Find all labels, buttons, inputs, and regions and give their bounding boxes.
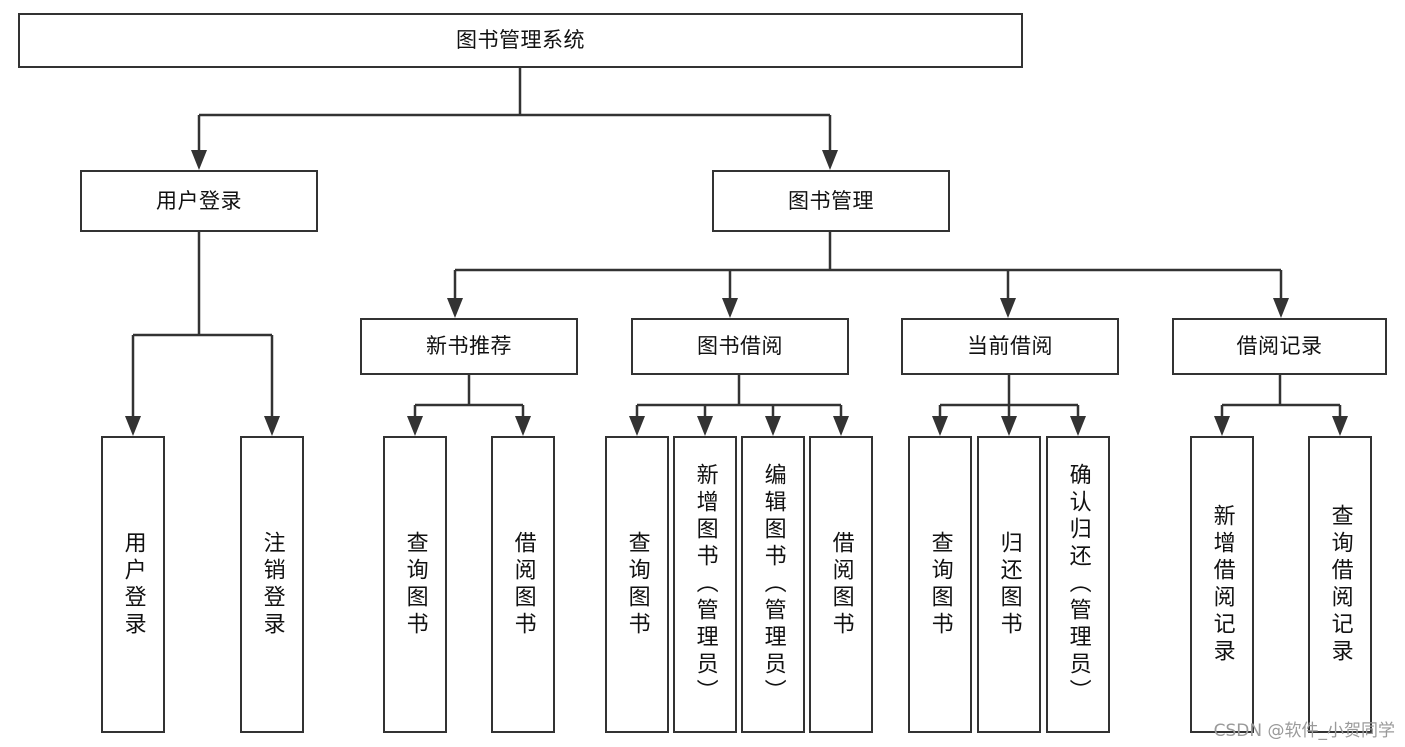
- arrowhead-borrowbook: [722, 298, 738, 318]
- leaf-new-book-borrow-label: 借阅图书: [510, 530, 536, 639]
- leaf-current-confirm-return[interactable]: 确认归还（管理员）: [1046, 436, 1110, 733]
- node-borrow-record-label: 借阅记录: [1236, 334, 1323, 359]
- node-current-borrow-label: 当前借阅: [967, 334, 1053, 359]
- leaf-user-login-signin[interactable]: 用户登录: [101, 436, 165, 733]
- arrowhead-borrowbook-c3: [765, 416, 781, 436]
- arrowhead-currentborrow: [1000, 298, 1016, 318]
- arrowhead-borrowbook-c1: [629, 416, 645, 436]
- arrowhead-borrowrecord-c1: [1214, 416, 1230, 436]
- leaf-new-book-borrow[interactable]: 借阅图书: [491, 436, 555, 733]
- arrowhead-bookmgmt: [822, 150, 838, 170]
- node-user-login-label: 用户登录: [156, 188, 242, 213]
- arrowhead-userlogin: [191, 150, 207, 170]
- leaf-borrow-query-book[interactable]: 查询图书: [605, 436, 669, 733]
- node-book-management-label: 图书管理: [788, 188, 874, 213]
- leaf-current-return-book[interactable]: 归还图书: [977, 436, 1041, 733]
- leaf-record-add[interactable]: 新增借阅记录: [1190, 436, 1254, 733]
- node-user-login[interactable]: 用户登录: [80, 170, 318, 232]
- leaf-record-query[interactable]: 查询借阅记录: [1308, 436, 1372, 733]
- node-root-label: 图书管理系统: [456, 28, 585, 53]
- arrowhead-userlogin-c2: [264, 416, 280, 436]
- leaf-new-book-query-label: 查询图书: [402, 530, 428, 639]
- arrowhead-borrowbook-c2: [697, 416, 713, 436]
- arrowhead-currentborrow-c1: [932, 416, 948, 436]
- arrowhead-borrowrecord-c2: [1332, 416, 1348, 436]
- leaf-borrow-edit-book-label: 编辑图书（管理员）: [760, 463, 786, 706]
- leaf-new-book-query[interactable]: 查询图书: [383, 436, 447, 733]
- leaf-current-return-book-label: 归还图书: [996, 530, 1022, 639]
- arrowhead-newbook: [447, 298, 463, 318]
- leaf-borrow-query-book-label: 查询图书: [624, 530, 650, 639]
- leaf-borrow-edit-book[interactable]: 编辑图书（管理员）: [741, 436, 805, 733]
- leaf-user-login-signout[interactable]: 注销登录: [240, 436, 304, 733]
- leaf-current-query-book-label: 查询图书: [927, 530, 953, 639]
- node-book-management[interactable]: 图书管理: [712, 170, 950, 232]
- leaf-record-add-label: 新增借阅记录: [1209, 503, 1235, 666]
- arrowhead-newbook-c2: [515, 416, 531, 436]
- arrowhead-currentborrow-c3: [1070, 416, 1086, 436]
- leaf-current-confirm-return-label: 确认归还（管理员）: [1065, 463, 1091, 706]
- arrowhead-borrowbook-c4: [833, 416, 849, 436]
- leaf-user-login-signin-label: 用户登录: [120, 530, 146, 639]
- leaf-user-login-signout-label: 注销登录: [259, 530, 285, 639]
- arrowhead-newbook-c1: [407, 416, 423, 436]
- arrowhead-userlogin-c1: [125, 416, 141, 436]
- node-borrow-record[interactable]: 借阅记录: [1172, 318, 1387, 375]
- node-new-book-recommend[interactable]: 新书推荐: [360, 318, 578, 375]
- leaf-record-query-label: 查询借阅记录: [1327, 503, 1353, 666]
- node-book-borrow-label: 图书借阅: [697, 334, 783, 359]
- node-book-borrow[interactable]: 图书借阅: [631, 318, 849, 375]
- leaf-current-query-book[interactable]: 查询图书: [908, 436, 972, 733]
- arrowhead-currentborrow-c2: [1001, 416, 1017, 436]
- watermark: CSDN @软件_小贺同学: [1213, 721, 1395, 741]
- node-new-book-recommend-label: 新书推荐: [426, 334, 512, 359]
- node-root[interactable]: 图书管理系统: [18, 13, 1023, 68]
- leaf-borrow-borrow-book-label: 借阅图书: [828, 530, 854, 639]
- leaf-borrow-borrow-book[interactable]: 借阅图书: [809, 436, 873, 733]
- leaf-borrow-add-book[interactable]: 新增图书（管理员）: [673, 436, 737, 733]
- leaf-borrow-add-book-label: 新增图书（管理员）: [692, 463, 718, 706]
- arrowhead-borrowrecord: [1273, 298, 1289, 318]
- node-current-borrow[interactable]: 当前借阅: [901, 318, 1119, 375]
